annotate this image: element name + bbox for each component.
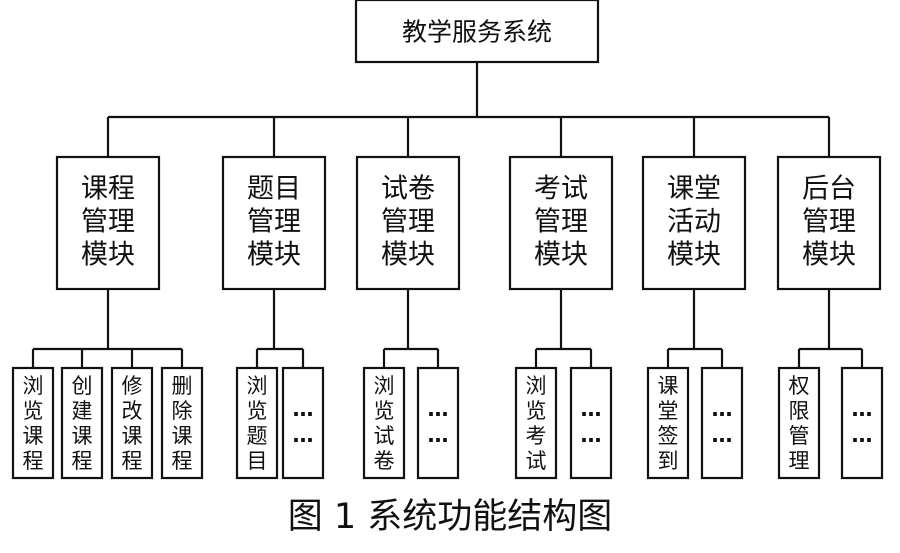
ellipsis-2-2-1: …	[293, 397, 314, 421]
ellipsis-6-2-2: …	[852, 423, 873, 447]
child-label-1-3-4: 程	[122, 449, 143, 473]
child-box-1-1	[11, 366, 55, 480]
module-label-5-line-2: 活动	[667, 207, 721, 238]
diagram-boxes: 教学服务系统课程管理模块浏览课程创建课程修改课程删除课程题目管理模块浏览题目………	[11, 0, 884, 480]
child-label-2-1-4: 目	[247, 449, 268, 473]
module-label-4-line-3: 模块	[534, 240, 588, 271]
module-label-6-line-2: 管理	[802, 207, 856, 238]
child-box-3-1	[362, 366, 406, 480]
child-label-2-1-1: 浏	[247, 374, 268, 398]
child-label-1-2-1: 创	[72, 374, 93, 398]
root-label: 教学服务系统	[402, 18, 552, 47]
child-label-1-2-2: 建	[72, 399, 93, 423]
root-box	[354, 0, 600, 64]
child-label-3-1-3: 试	[374, 424, 395, 448]
child-label-6-1-4: 理	[789, 449, 810, 473]
child-box-3-2	[416, 366, 460, 480]
module-label-1-line-2: 管理	[81, 207, 135, 238]
child-label-1-3-1: 修	[122, 374, 143, 398]
ellipsis-5-2-2: …	[712, 423, 733, 447]
module-label-3-line-2: 管理	[381, 207, 435, 238]
child-box-4-1	[514, 366, 558, 480]
module-label-2-line-2: 管理	[247, 207, 301, 238]
child-box-1-4	[160, 366, 204, 480]
child-box-1-3	[110, 366, 154, 480]
module-box-2	[221, 155, 327, 291]
module-box-1	[55, 155, 161, 291]
module-label-3-line-1: 试卷	[381, 174, 435, 205]
child-label-1-2-4: 程	[72, 449, 93, 473]
child-box-5-2	[700, 366, 744, 480]
child-label-4-1-2: 览	[526, 399, 547, 423]
child-box-1-2	[60, 366, 104, 480]
ellipsis-6-2-1: …	[852, 397, 873, 421]
child-label-6-1-2: 限	[789, 399, 810, 423]
child-label-1-2-3: 课	[72, 424, 93, 448]
module-label-6-line-3: 模块	[802, 240, 856, 271]
child-label-6-1-1: 权	[789, 374, 810, 398]
child-label-4-1-4: 试	[526, 449, 547, 473]
ellipsis-4-2-1: …	[581, 397, 602, 421]
child-label-1-1-4: 程	[23, 449, 44, 473]
module-label-5-line-1: 课堂	[667, 174, 721, 205]
module-label-1-line-3: 模块	[81, 240, 135, 271]
child-label-1-4-1: 删	[172, 374, 193, 398]
child-label-1-3-3: 课	[122, 424, 143, 448]
module-box-5	[641, 155, 747, 291]
child-label-1-1-3: 课	[23, 424, 44, 448]
child-label-1-1-1: 浏	[23, 374, 44, 398]
child-label-1-4-4: 程	[172, 449, 193, 473]
child-label-2-1-3: 题	[247, 424, 268, 448]
module-label-4-line-2: 管理	[534, 207, 588, 238]
module-label-4-line-1: 考试	[534, 174, 588, 205]
module-label-6-line-1: 后台	[802, 174, 856, 205]
child-label-3-1-2: 览	[374, 399, 395, 423]
child-label-4-1-1: 浏	[526, 374, 547, 398]
ellipsis-4-2-2: …	[581, 423, 602, 447]
ellipsis-5-2-1: …	[712, 397, 733, 421]
ellipsis-3-2-2: …	[428, 423, 449, 447]
child-label-1-4-2: 除	[172, 399, 193, 423]
child-box-6-1	[777, 366, 821, 480]
module-box-4	[508, 155, 614, 291]
child-box-2-1	[235, 366, 279, 480]
child-label-2-1-2: 览	[247, 399, 268, 423]
module-label-2-line-3: 模块	[247, 240, 301, 271]
child-box-5-1	[646, 366, 690, 480]
module-label-5-line-3: 模块	[667, 240, 721, 271]
child-label-3-1-4: 卷	[374, 449, 395, 473]
module-label-3-line-3: 模块	[381, 240, 435, 271]
child-box-4-2	[569, 366, 613, 480]
child-label-3-1-1: 浏	[374, 374, 395, 398]
child-label-1-4-3: 课	[172, 424, 193, 448]
module-box-6	[776, 155, 882, 291]
connector-lines	[31, 62, 864, 368]
child-box-6-2	[840, 366, 884, 480]
child-box-2-2	[281, 366, 325, 480]
ellipsis-3-2-1: …	[428, 397, 449, 421]
figure-caption: 图 1 系统功能结构图	[288, 497, 613, 537]
module-label-1-line-1: 课程	[81, 174, 135, 205]
child-label-5-1-3: 签	[658, 424, 679, 448]
module-label-2-line-1: 题目	[247, 174, 301, 205]
module-box-3	[355, 155, 461, 291]
child-label-6-1-3: 管	[789, 424, 810, 448]
child-label-5-1-4: 到	[658, 449, 679, 473]
child-label-1-3-2: 改	[122, 399, 143, 423]
child-label-5-1-1: 课	[658, 374, 679, 398]
child-label-1-1-2: 览	[23, 399, 44, 423]
ellipsis-2-2-2: …	[293, 423, 314, 447]
child-label-5-1-2: 堂	[658, 399, 679, 423]
child-label-4-1-3: 考	[526, 424, 547, 448]
